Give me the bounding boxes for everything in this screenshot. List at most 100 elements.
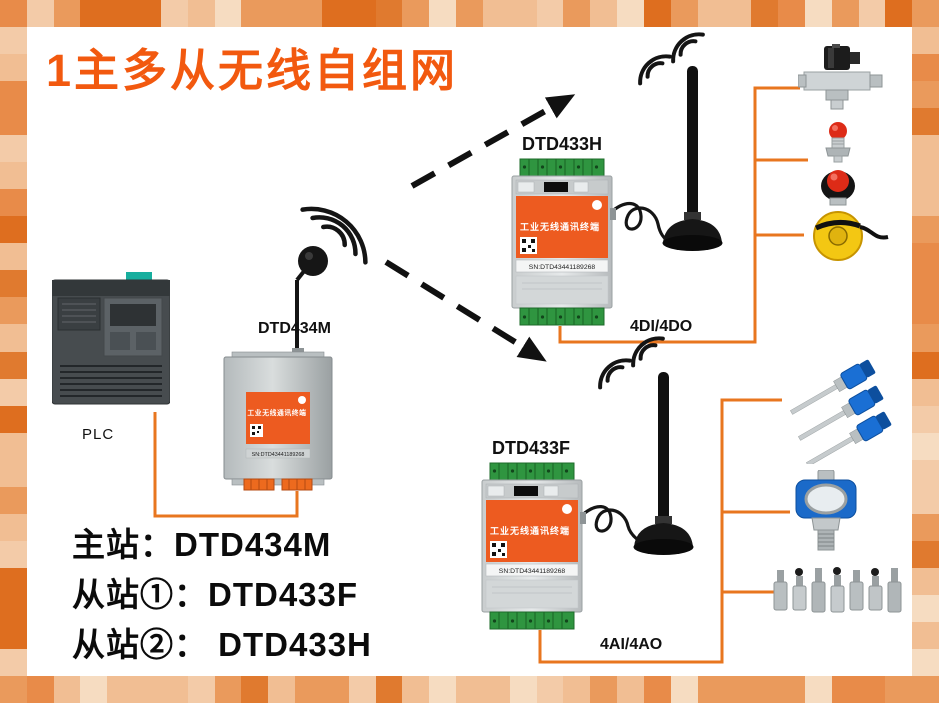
border-tile	[0, 594, 27, 622]
wire-plc-to-master	[153, 412, 299, 518]
border-tile	[456, 675, 483, 703]
border-tile	[912, 648, 939, 676]
border-tile	[429, 675, 457, 703]
pressure-sensor	[811, 568, 826, 613]
legend-slave1-line: 从站①：DTD433F	[72, 576, 359, 613]
border-tile	[912, 513, 939, 541]
border-tile	[912, 216, 939, 244]
border-tile	[0, 324, 27, 352]
border-tile	[912, 81, 939, 109]
slave-bottom-sma-connector	[580, 512, 586, 524]
temperature-probe	[806, 411, 892, 464]
slave-top-sma-connector	[610, 208, 616, 220]
border-tile	[912, 621, 939, 649]
border-tile	[724, 675, 752, 703]
border-tile	[912, 378, 939, 406]
border-tile	[912, 135, 939, 163]
master-antenna	[295, 246, 328, 349]
device-dtd434m: 工业无线通讯终端 SN:DTD43441189268	[223, 348, 333, 491]
border-tile	[0, 567, 27, 595]
border-tile	[321, 675, 349, 703]
border-tile	[482, 675, 510, 703]
border-tile	[617, 675, 644, 703]
border-tile	[0, 0, 27, 28]
border-tile	[0, 189, 27, 217]
border-tile	[751, 0, 779, 28]
legend: 主站：DTD434M 从站①：DTD433F 从站②： DTD433H	[72, 520, 372, 670]
border-tile	[912, 486, 939, 514]
border-tile	[912, 162, 939, 190]
master-panel-title: 工业无线通讯终端	[247, 408, 306, 417]
border-tile	[831, 675, 859, 703]
brand-logo-icon	[592, 200, 602, 210]
master-terminal-blocks	[243, 478, 313, 491]
border-tile	[912, 243, 939, 271]
border-tile	[912, 675, 939, 703]
border-tile	[375, 675, 403, 703]
border-tile	[590, 0, 618, 28]
wifi-signal-slave-bottom-2	[598, 358, 632, 390]
border-tile	[697, 675, 725, 703]
border-tile	[0, 486, 27, 514]
slave-bottom-antenna	[578, 372, 694, 555]
border-tile	[241, 675, 269, 703]
pressure-sensor	[887, 568, 902, 613]
border-tile	[402, 0, 430, 28]
border-tile	[187, 0, 215, 28]
slave-bottom-display	[514, 486, 538, 496]
push-button-large	[821, 170, 855, 206]
device-dtd433f: 工业无线通讯终端 SN:DTD43441189268	[481, 462, 586, 630]
temperature-probe	[790, 359, 876, 415]
border-tile	[0, 297, 27, 325]
border-tile	[348, 0, 376, 28]
wifi-signal-slave-bottom-1	[631, 336, 665, 368]
border-tile	[0, 54, 27, 82]
border-tile	[214, 0, 242, 28]
border-tile	[0, 216, 27, 244]
wifi-signal-master	[300, 206, 368, 265]
border-tile	[160, 0, 188, 28]
slave-top-display	[544, 182, 568, 192]
border-tile	[563, 0, 591, 28]
slave-top-panel-title: 工业无线通讯终端	[520, 221, 600, 232]
terminal-block-top	[489, 462, 575, 481]
border-tile	[670, 0, 698, 28]
slave-bottom-serial-number: SN:DTD43441189268	[499, 568, 566, 575]
border-tile	[885, 0, 913, 28]
border-tile	[912, 405, 939, 433]
wire-group-4ai4ao	[538, 398, 790, 664]
border-tile	[858, 0, 886, 28]
border-tile	[536, 675, 564, 703]
border-tile	[0, 81, 27, 109]
border-tile	[509, 0, 537, 28]
brand-logo-icon	[562, 504, 572, 514]
border-tile	[0, 405, 27, 433]
border-tile	[912, 459, 939, 487]
wifi-signal-slave-top-2	[638, 54, 672, 86]
border-tile	[0, 378, 27, 406]
solenoid-valve-icon	[798, 44, 883, 110]
border-tile	[912, 324, 939, 352]
slave-top-device-label: DTD433H	[522, 134, 603, 154]
border-tile	[751, 675, 779, 703]
border-tile	[241, 0, 269, 28]
plc-device	[52, 272, 170, 405]
border-tile	[0, 270, 27, 298]
radio-link-arrow-top	[410, 94, 576, 189]
border-tile	[0, 675, 27, 703]
border-tile	[590, 675, 618, 703]
master-sma-connector	[292, 348, 304, 355]
border-tile	[643, 0, 671, 28]
slave-bottom-device-label: DTD433F	[492, 438, 571, 458]
border-tile	[429, 0, 457, 28]
pressure-sensor	[792, 568, 807, 611]
device-dtd433h: 工业无线通讯终端 SN:DTD43441189268	[511, 158, 616, 326]
master-serial-number: SN:DTD43441189268	[252, 452, 305, 458]
border-tile	[912, 594, 939, 622]
border-tile	[0, 135, 27, 163]
border-tile	[0, 648, 27, 676]
brand-logo-icon	[298, 396, 306, 404]
border-tile	[160, 675, 188, 703]
